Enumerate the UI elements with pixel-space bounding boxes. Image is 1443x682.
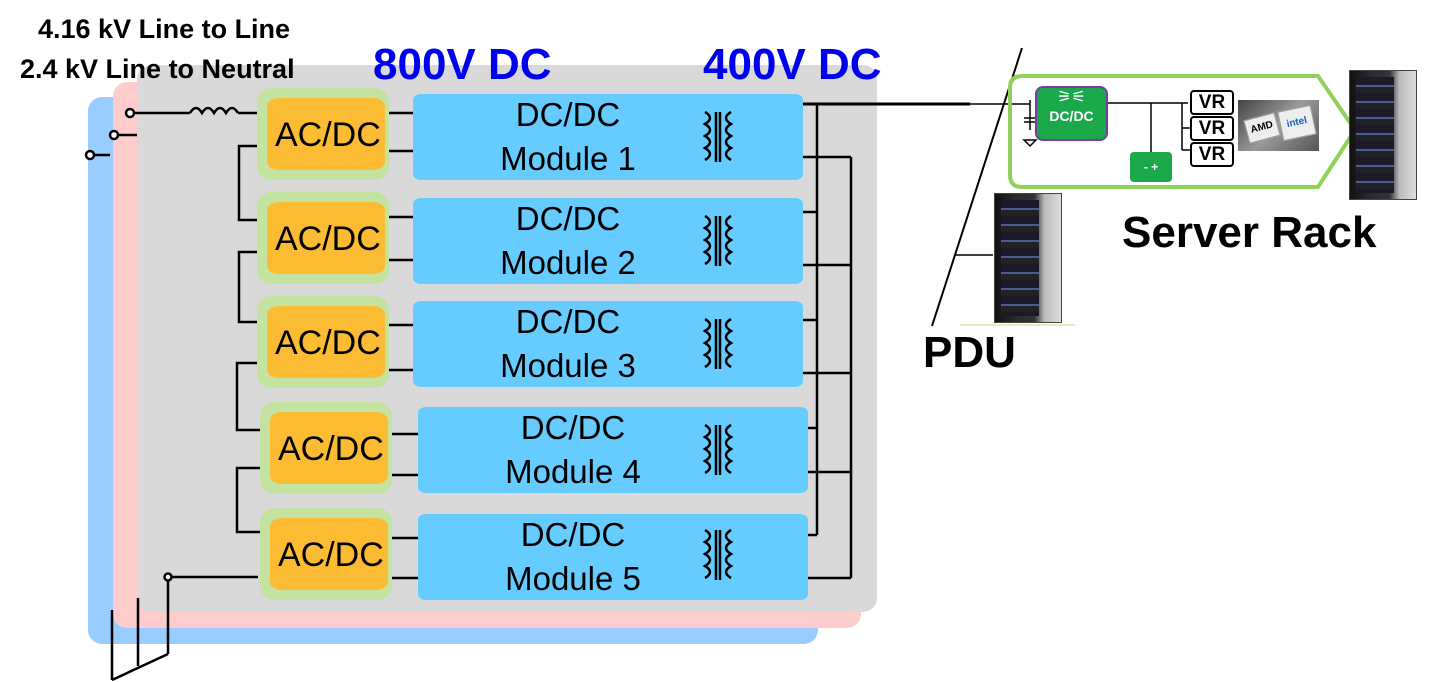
line-to-line-voltage: 4.16 kV Line to Line — [38, 14, 291, 44]
acdc-label: AC/DC — [275, 324, 381, 362]
vr-box-2: VR — [1190, 116, 1234, 141]
acdc-converter-3: AC/DC — [257, 296, 389, 388]
line-to-neutral-voltage: 2.4 kV Line to Neutral — [20, 54, 295, 84]
terminal-phase-b — [108, 129, 120, 141]
vr-box-1: VR — [1190, 90, 1234, 115]
acdc-label: AC/DC — [275, 220, 381, 258]
inductor-icon — [188, 106, 240, 116]
dcdc-module-3: DC/DC Module 3 — [413, 301, 803, 387]
terminal-phase-a — [124, 107, 136, 119]
server-rack-label: Server Rack — [1122, 208, 1377, 257]
bus-800v-label: 800V DC — [373, 40, 552, 89]
pdu-label: PDU — [923, 328, 1016, 377]
zoom-frame — [1008, 74, 1358, 189]
dcdc-module-4: DC/DC Module 4 — [418, 407, 808, 493]
pdu-rack-image — [994, 193, 1062, 323]
acdc-label: AC/DC — [278, 536, 384, 574]
dcdc-module-5: DC/DC Module 5 — [418, 514, 808, 600]
transformer-icon: ⚞⚟ — [1057, 89, 1086, 106]
bus-400v-label: 400V DC — [703, 40, 882, 89]
rack-dcdc-converter: ⚞⚟ DC/DC — [1035, 86, 1108, 141]
intel-chip: intel — [1277, 104, 1317, 142]
acdc-label: AC/DC — [278, 430, 384, 468]
dcdc-label: DC/DC — [515, 303, 621, 340]
module-label: Module 5 — [505, 560, 641, 597]
module-label: Module 3 — [500, 347, 636, 384]
acdc-converter-2: AC/DC — [257, 192, 389, 284]
acdc-converter-4: AC/DC — [260, 402, 392, 494]
module-label: Module 1 — [500, 140, 636, 177]
acdc-label: AC/DC — [275, 116, 381, 154]
cpu-image: AMD intel — [1238, 100, 1319, 151]
vr-box-3: VR — [1190, 142, 1234, 167]
dcdc-label: DC/DC — [520, 516, 626, 553]
dcdc-label: DC/DC — [515, 96, 621, 133]
module-label: Module 2 — [500, 244, 636, 281]
rack-dcdc-label: DC/DC — [1049, 108, 1094, 124]
acdc-converter-5: AC/DC — [260, 508, 392, 600]
amd-chip: AMD — [1243, 112, 1281, 144]
acdc-converter-1: AC/DC — [257, 88, 389, 180]
server-rack-image — [1349, 70, 1417, 200]
terminal-phase-c — [84, 149, 96, 161]
dcdc-label: DC/DC — [520, 409, 626, 446]
transformer-icons — [702, 110, 734, 582]
dcdc-module-2: DC/DC Module 2 — [413, 198, 803, 284]
dcdc-label: DC/DC — [515, 200, 621, 237]
module-label: Module 4 — [505, 453, 641, 490]
battery-icon: - + — [1130, 152, 1172, 182]
dcdc-module-1: DC/DC Module 1 — [413, 94, 803, 180]
